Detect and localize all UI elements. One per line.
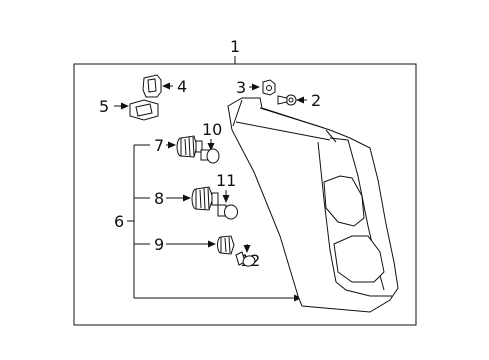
arrow-11 — [222, 195, 230, 203]
callout-1: 1 — [230, 37, 240, 56]
callout-9: 9 — [154, 235, 164, 254]
arrow-3 — [252, 83, 260, 91]
part-9-socket — [217, 235, 235, 255]
part-7-socket — [176, 135, 203, 158]
callout-7: 7 — [154, 136, 164, 155]
part-2-screw — [277, 94, 297, 106]
arrow-12 — [243, 245, 251, 253]
arrow-4 — [162, 82, 170, 90]
callout-5: 5 — [99, 97, 109, 116]
part-10-bulb — [200, 148, 220, 164]
assembly-frame — [73, 63, 417, 326]
part-12-wedge-bulb — [235, 251, 256, 267]
arrow-7 — [168, 141, 176, 149]
callout-2: 2 — [311, 91, 321, 110]
part-11-bulb — [217, 204, 238, 220]
callout-11: 11 — [216, 171, 236, 190]
callout-4: 4 — [177, 77, 187, 96]
callout-8: 8 — [154, 189, 164, 208]
part-5-grommet — [129, 99, 159, 121]
callout-3: 3 — [236, 78, 246, 97]
callout-6: 6 — [114, 212, 124, 231]
arrow-6-lens — [294, 294, 302, 302]
arrow-8 — [183, 194, 191, 202]
arrow-2 — [296, 96, 304, 104]
part-8-socket — [191, 186, 219, 211]
part-1-tail-lamp-housing — [227, 97, 399, 313]
part-4-clip — [142, 74, 162, 98]
arrow-9 — [208, 240, 216, 248]
arrow-5 — [121, 102, 129, 110]
callout-10: 10 — [202, 120, 222, 139]
arrow-10 — [207, 143, 215, 151]
part-3-nut — [262, 79, 276, 96]
